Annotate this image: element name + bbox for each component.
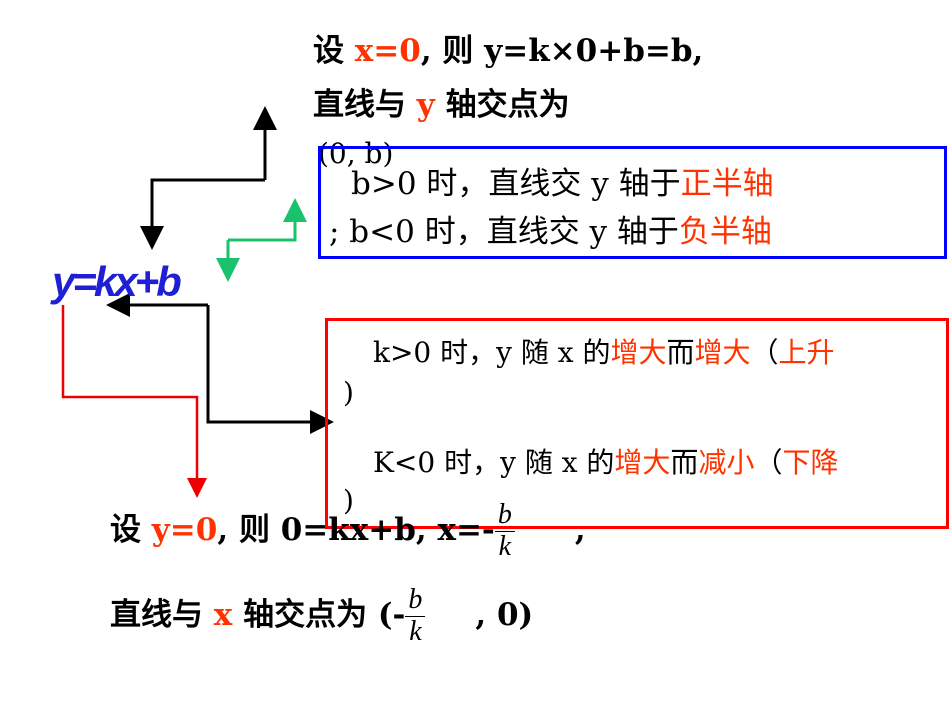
text: 直线与 — [110, 596, 214, 633]
highlight-x0: x=0 — [354, 33, 421, 69]
blue-line-2: ; b<0 时，直线交 y 轴于负半轴 — [329, 217, 772, 248]
text: , — [574, 511, 586, 548]
text: 设 — [313, 33, 355, 69]
numerator: b — [494, 499, 515, 532]
red-line-2: K<0 时，y 随 x 的增大而减小（下降 — [373, 449, 838, 477]
red-line-1: k>0 时，y 随 x 的增大而增大（上升 — [373, 339, 835, 367]
text: ; b<0 时，直线交 y 轴于 — [329, 214, 679, 250]
text: 设 — [110, 511, 152, 548]
denominator: k — [498, 530, 512, 562]
highlight: 增大 — [610, 336, 667, 369]
blue-box-y-intercept: b>0 时，直线交 y 轴于正半轴 ; b<0 时，直线交 y 轴于负半轴 — [318, 146, 947, 259]
arrow-red-down — [61, 305, 207, 498]
arrow-black-right — [206, 305, 334, 434]
highlight-x: x — [213, 596, 233, 633]
text: , 0) — [475, 596, 534, 633]
highlight: 上升 — [778, 336, 835, 369]
text: b>0 时，直线交 y 轴于 — [351, 166, 681, 202]
equation-label: y=kx+b — [52, 258, 182, 305]
text: 轴交点为 — [434, 87, 570, 123]
arrow-green-up — [228, 198, 307, 242]
highlight: 下降 — [782, 446, 839, 479]
text: （ — [754, 446, 783, 479]
text: （ — [750, 336, 779, 369]
blue-line-1: b>0 时，直线交 y 轴于正半轴 — [351, 169, 774, 200]
highlight: 正半轴 — [680, 166, 774, 202]
numerator: b — [405, 584, 426, 617]
text: , 则 0=kx+b, x=- — [217, 511, 495, 548]
text: 而 — [666, 336, 695, 369]
arrow-top-black-down — [140, 178, 265, 250]
highlight: 增大 — [614, 446, 671, 479]
red-line-1-close: ) — [343, 376, 354, 409]
highlight: 减小 — [698, 446, 755, 479]
top-line-2: 直线与 y 轴交点为 — [313, 90, 570, 121]
top-line-1: 设 x=0, 则 y=k×0+b=b, — [313, 36, 703, 67]
highlight: 负半轴 — [678, 214, 772, 250]
highlight-y0: y=0 — [151, 511, 218, 548]
highlight-y: y — [416, 87, 435, 123]
text: K<0 时，y 随 x 的 — [373, 446, 615, 479]
highlight: 增大 — [694, 336, 751, 369]
top-line-3: (0, b) — [318, 137, 394, 170]
text: k>0 时，y 随 x 的 — [373, 336, 611, 369]
text: 而 — [670, 446, 699, 479]
text: , 则 y=k×0+b=b, — [420, 33, 704, 69]
text: 轴交点为 (- — [232, 596, 406, 633]
text: 直线与 — [313, 87, 417, 123]
red-box-slope: k>0 时，y 随 x 的增大而增大（上升 ) K<0 时，y 随 x 的增大而… — [325, 318, 949, 529]
denominator: k — [409, 615, 422, 647]
red-line-2-close: ) — [343, 484, 354, 517]
